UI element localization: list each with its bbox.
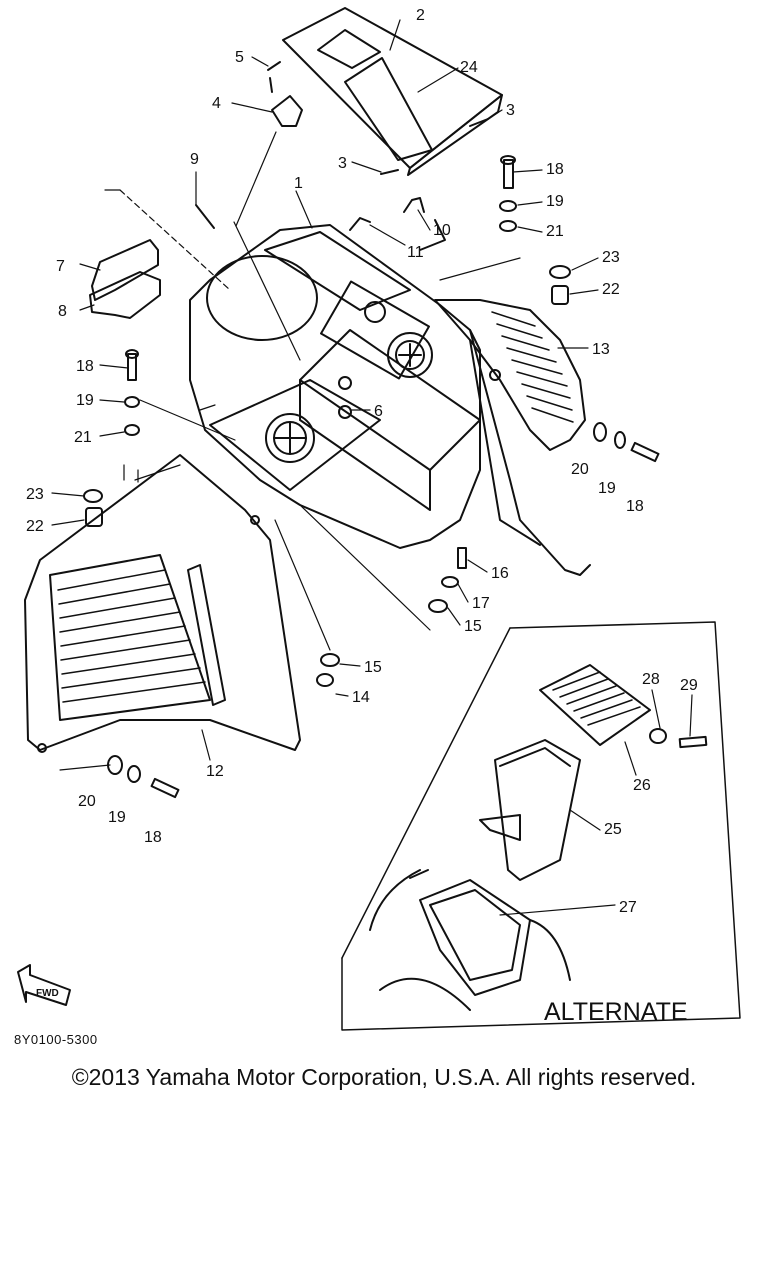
alt-hardware-28-29 xyxy=(649,728,708,749)
alternate-inset xyxy=(341,621,741,1031)
label-part-27: 27 xyxy=(619,899,637,916)
label-part-5: 5 xyxy=(235,49,244,66)
label-part-19-right: 19 xyxy=(598,480,616,497)
label-part-25: 25 xyxy=(604,821,622,838)
label-part-18-bottom: 18 xyxy=(144,829,162,846)
center-hardware xyxy=(316,405,467,687)
leader-lines xyxy=(51,19,693,916)
label-part-22-left: 22 xyxy=(26,518,44,535)
alt-duct-part xyxy=(479,739,581,881)
part-number-labels: 2 24 5 4 3 3 9 1 10 11 18 19 21 23 22 13… xyxy=(26,7,698,1026)
label-part-21-top: 21 xyxy=(546,223,564,240)
label-part-11: 11 xyxy=(407,244,424,261)
label-part-19-top: 19 xyxy=(546,193,564,210)
console-front-pad xyxy=(209,343,422,491)
brackets-7-8 xyxy=(89,239,161,319)
label-part-15-right: 15 xyxy=(464,618,482,635)
label-part-9: 9 xyxy=(190,151,199,168)
label-part-23-top: 23 xyxy=(602,249,620,266)
fwd-arrow-label: FWD xyxy=(36,988,59,999)
left-hardware-stack xyxy=(83,349,140,527)
label-part-1: 1 xyxy=(294,175,303,192)
label-part-12: 12 xyxy=(206,763,224,780)
alt-grille-part xyxy=(539,664,651,746)
parts-10-11 xyxy=(349,197,425,231)
console-part xyxy=(189,224,481,549)
label-part-20-bottom: 20 xyxy=(78,793,96,810)
label-part-29: 29 xyxy=(680,677,698,694)
fwd-arrow: FWD xyxy=(17,964,71,1006)
label-part-18-left: 18 xyxy=(76,358,94,375)
bottom-left-hardware xyxy=(107,755,180,799)
label-part-7: 7 xyxy=(56,258,65,275)
label-part-3-left: 3 xyxy=(338,155,347,172)
label-part-6: 6 xyxy=(374,403,383,420)
label-part-28: 28 xyxy=(642,671,660,688)
label-part-2: 2 xyxy=(416,7,425,24)
alt-body-part xyxy=(369,869,571,1011)
label-part-10: 10 xyxy=(433,222,451,239)
drawing-code: 8Y0100-5300 xyxy=(14,1032,98,1047)
label-part-18-right: 18 xyxy=(626,498,644,515)
label-part-16: 16 xyxy=(491,565,509,582)
label-part-24: 24 xyxy=(460,59,478,76)
label-part-15-lower: 15 xyxy=(364,659,382,676)
label-part-17: 17 xyxy=(472,595,490,612)
label-part-13: 13 xyxy=(592,341,610,358)
label-part-18-top: 18 xyxy=(546,161,564,178)
right-side-hardware xyxy=(593,422,660,463)
top-cover-part xyxy=(282,7,503,176)
label-part-22-top: 22 xyxy=(602,281,620,298)
label-part-4: 4 xyxy=(212,95,221,112)
right-vent-cover-part xyxy=(434,299,591,576)
label-part-14: 14 xyxy=(352,689,370,706)
small-hardware xyxy=(195,61,489,229)
label-part-20-right: 20 xyxy=(571,461,589,478)
copyright-notice: ©2013 Yamaha Motor Corporation, U.S.A. A… xyxy=(71,1064,697,1090)
label-part-26: 26 xyxy=(633,777,651,794)
right-hardware-stack xyxy=(419,155,571,305)
label-part-3-right: 3 xyxy=(506,102,515,119)
parts-diagram: FWD xyxy=(17,7,741,1031)
label-part-19-bottom: 19 xyxy=(108,809,126,826)
label-part-19-left: 19 xyxy=(76,392,94,409)
label-part-23-left: 23 xyxy=(26,486,44,503)
alternate-label: ALTERNATE xyxy=(544,998,688,1026)
left-side-cover-part xyxy=(24,454,301,753)
label-part-8: 8 xyxy=(58,303,67,320)
label-part-21-left: 21 xyxy=(74,429,92,446)
